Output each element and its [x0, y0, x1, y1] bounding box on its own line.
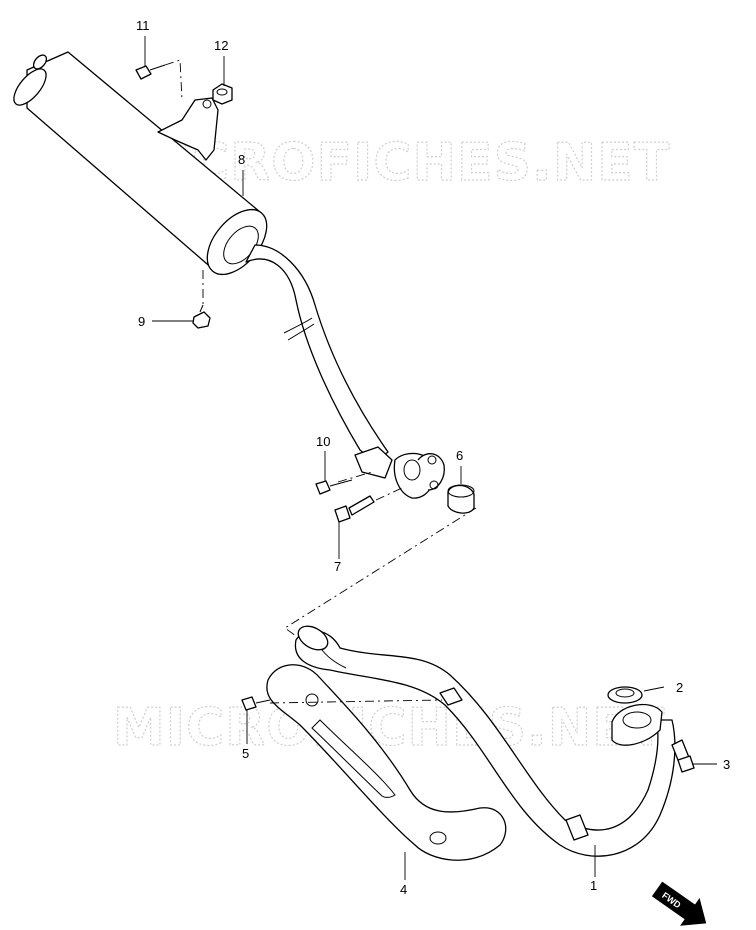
bolt-part-10[interactable]: [315, 479, 353, 495]
callout-11: 11: [136, 18, 150, 33]
screw-part-5[interactable]: [241, 696, 271, 711]
pipe-clamp[interactable]: [354, 446, 445, 499]
watermark-bottom: MICROFICHES.NET: [113, 698, 665, 758]
heat-shield-part-4[interactable]: [266, 664, 507, 861]
callout-3: 3: [723, 757, 730, 772]
callout-5: 5: [242, 746, 249, 761]
callout-labels: 11 12 8 9 10 6 7 2 3 5 4 1: [136, 18, 730, 897]
bolt-part-3[interactable]: [671, 739, 695, 773]
callout-8: 8: [238, 152, 245, 167]
callout-7: 7: [334, 559, 341, 574]
gasket-part-6[interactable]: [447, 484, 475, 514]
callout-9: 9: [138, 314, 145, 329]
gasket-part-2[interactable]: [607, 686, 643, 704]
callout-6: 6: [456, 448, 463, 463]
callout-12: 12: [214, 38, 228, 53]
assembly-lines: [164, 59, 477, 704]
header-pipe-part-1[interactable]: [294, 621, 676, 857]
bolt-part-9[interactable]: [192, 304, 211, 329]
callout-1: 1: [590, 878, 597, 893]
forward-direction-arrow: FWD: [651, 881, 707, 926]
nut-part-12[interactable]: [212, 83, 233, 105]
bolt-part-7[interactable]: [334, 495, 375, 523]
leader-lines: [144, 36, 717, 880]
connecting-pipe: [245, 244, 389, 463]
bolt-part-11[interactable]: [135, 64, 166, 80]
callout-10: 10: [316, 434, 330, 449]
callout-2: 2: [676, 680, 683, 695]
callout-4: 4: [400, 882, 407, 897]
